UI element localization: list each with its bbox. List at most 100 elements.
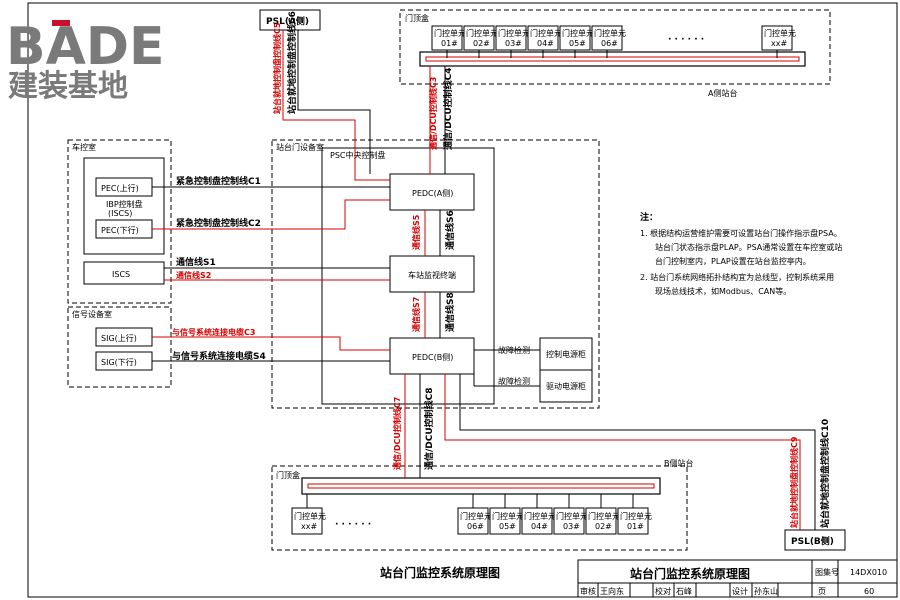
pec-up-label: PEC(上行) xyxy=(101,183,139,193)
psl-a-box xyxy=(259,9,321,31)
bottom-unit-label: 门控单元 xyxy=(588,511,620,521)
page-number: 60 xyxy=(864,587,874,596)
design-label: 设计 xyxy=(732,586,748,596)
atlas-label: 图集号 xyxy=(815,567,839,577)
equipment-room-title: 站台门设备室 xyxy=(276,142,324,152)
note-2a: 2. 站台门系统网络拓扑结构宜为总线型，控制系统采用 xyxy=(640,272,834,282)
top-unit-label: 门控单元 xyxy=(466,28,498,38)
monitor-terminal-label: 车站监视终端 xyxy=(408,270,456,280)
iscs-box xyxy=(83,261,165,285)
title-block-title: 站台门监控系统原理图 xyxy=(630,566,750,581)
bottom-unit-label: 门控单元 xyxy=(492,511,524,521)
notes: 注： 1. 根据结构运营维护需要可设置站台门操作指示盘PSA。 站台门状态指示盘… xyxy=(640,211,842,296)
logo-accent xyxy=(52,20,70,26)
drawing-frame xyxy=(27,2,898,598)
title-block: 站台门监控系统原理图 图集号 14DX010 审核 王向东 校对 石峰 设计 孙… xyxy=(577,559,898,598)
ibp-label: IBP控制盘 xyxy=(106,199,143,209)
label-dcu-b2: 通信/DCU控制线C8 xyxy=(423,387,435,470)
top-unit-label: 门控单元 xyxy=(530,28,562,38)
page-label: 页 xyxy=(818,587,826,596)
top-unit-number: 03# xyxy=(505,39,522,48)
bottom-unit-label: 门控单元 xyxy=(460,511,492,521)
label-dcu-a1: 通信/DCU控制线C3 xyxy=(428,77,438,150)
psl-b-label: PSL(B侧) xyxy=(791,535,834,547)
logo-subtitle: 建装基地 xyxy=(8,69,128,104)
label-c9: 站台就地控制盘控制线C9 xyxy=(789,436,799,528)
top-unit-number: 01# xyxy=(441,39,458,48)
psl-b-box xyxy=(784,529,846,551)
label-c5: 站台就地控制盘控制线C5 xyxy=(272,22,282,114)
reviewer-name: 王向东 xyxy=(600,586,624,596)
bottom-unit-number: 06# xyxy=(467,522,484,531)
label-c6: 站台就地控制盘控制线C6 xyxy=(286,11,298,114)
equipment-room-box xyxy=(271,139,600,409)
top-door-box xyxy=(399,9,831,85)
review-label: 审核 xyxy=(580,586,596,596)
bottom-unit-number: 05# xyxy=(499,522,516,531)
sig-down-label: SIG(下行) xyxy=(101,357,137,367)
bottom-unit-label: 门控单元 xyxy=(556,511,588,521)
iscs-label: ISCS xyxy=(112,270,130,279)
label-c2: 紧急控制盘控制线C2 xyxy=(176,217,261,229)
top-unit-label: 门控单元 xyxy=(562,28,594,38)
top-bus xyxy=(419,51,806,67)
signal-room-title: 信号设备室 xyxy=(72,309,112,319)
label-fault-1: 故障检测 xyxy=(498,345,530,355)
bottom-unit-label: 门控单元 xyxy=(294,511,326,521)
sig-up-label: SIG(上行) xyxy=(101,333,137,343)
psc-box xyxy=(321,147,495,405)
connection-lines xyxy=(152,30,816,530)
bottom-side-label: B侧站台 xyxy=(664,458,694,468)
psl-a-label: PSL(A侧) xyxy=(266,15,309,27)
label-s1: 通信线S1 xyxy=(176,256,216,268)
check-label: 校对 xyxy=(655,586,671,596)
top-unit-number: 06# xyxy=(601,39,618,48)
bottom-unit-number: 04# xyxy=(531,522,548,531)
logo-brand: BADE xyxy=(6,17,165,77)
label-c1: 紧急控制盘控制线C1 xyxy=(176,175,261,187)
label-dcu-b1: 通信/DCU控制线C7 xyxy=(392,397,402,470)
top-door-box-title: 门顶盒 xyxy=(405,13,429,23)
notes-title: 注： xyxy=(640,211,658,223)
psc-label: PSC中央控制盘 xyxy=(330,150,386,160)
note-1a: 1. 根据结构运营维护需要可设置站台门操作指示盘PSA。 xyxy=(640,228,842,238)
ibp-sub-label: (ISCS) xyxy=(108,209,132,218)
label-c3: 与信号系统连接电缆C3 xyxy=(172,327,255,337)
label-s7: 通信线S7 xyxy=(411,297,421,332)
bottom-unit-number: 01# xyxy=(627,522,644,531)
label-s2: 通信线S2 xyxy=(176,270,211,280)
bottom-unit-number: xx# xyxy=(301,522,317,531)
bottom-unit-number: 03# xyxy=(563,522,580,531)
bottom-bus xyxy=(301,477,661,495)
top-dots: · · · · · · xyxy=(668,35,704,45)
checker-name: 石峰 xyxy=(676,586,692,596)
label-s5: 通信线S5 xyxy=(411,214,421,250)
top-unit-label: 门控单元 xyxy=(594,28,626,38)
top-unit-label: 门控单元 xyxy=(434,28,466,38)
label-dcu-a2: 通信/DCU控制线C4 xyxy=(442,67,454,150)
label-s4: 与信号系统连接电缆S4 xyxy=(172,350,266,362)
top-unit-label: 门控单元 xyxy=(498,28,530,38)
top-side-label: A侧站台 xyxy=(708,88,737,98)
note-1b: 站台门状态指示盘PLAP。PSA通常设置在车控室或站 xyxy=(655,242,842,252)
ibp-panel-box xyxy=(83,157,165,255)
bottom-dots: · · · · · · xyxy=(335,520,371,530)
pedc-a-label: PEDC(A侧) xyxy=(412,188,453,198)
top-unit-number: xx# xyxy=(771,39,787,48)
logo: BADE 建装基地 xyxy=(6,17,165,104)
label-s8: 通信线S8 xyxy=(444,292,456,332)
note-1c: 台门控制室内，PLAP设置在站台监控亭内。 xyxy=(655,256,811,266)
drive-power-label: 驱动电源柜 xyxy=(546,381,586,391)
